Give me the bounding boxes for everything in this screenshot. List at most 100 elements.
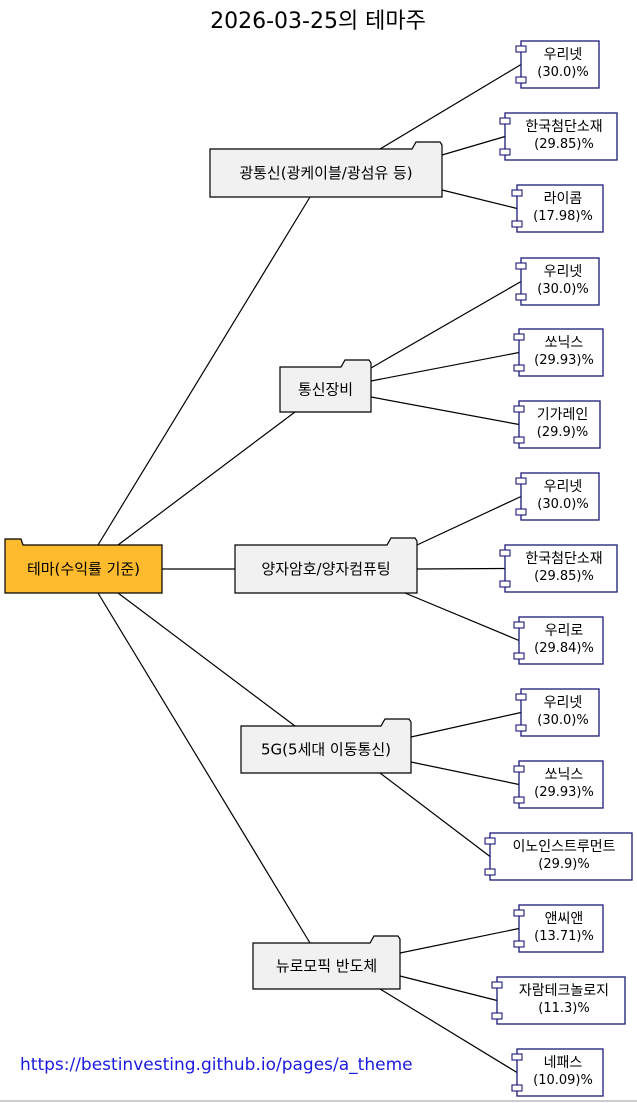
stock-component-0-0-tab-bottom	[515, 76, 527, 84]
stock-component-1-1-box	[518, 328, 604, 377]
stock-component-0-2-box	[516, 184, 604, 233]
stock-component-2-0-tab-bottom	[515, 508, 527, 516]
stock-component-0-0-box	[520, 40, 600, 89]
root-theme-folder-shape	[4, 538, 163, 594]
theme-folder-4: 뉴로모픽 반도체	[252, 935, 401, 990]
stock-component-0-2-tab-top	[511, 189, 523, 197]
edge-theme-1-stock-1	[370, 351, 520, 382]
theme-folder-1-label: 통신장비	[298, 381, 353, 399]
stock-component-3-0-tab-bottom	[515, 724, 527, 732]
theme-folder-2-label: 양자암호/양자컴퓨팅	[261, 560, 390, 578]
edge-theme-4-stock-1	[399, 975, 498, 1002]
nodes-layer: 테마(수익률 기준) 광통신(광케이블/광섬유 등) 우리넷 (30.0)% 한국첨단소…	[4, 40, 633, 1097]
stock-component-1-2-tab-top	[513, 405, 525, 413]
stock-component-3-2-pct: (29.9)%	[538, 857, 589, 872]
edge-theme-3-stock-1	[410, 761, 520, 786]
stock-component-2-0: 우리넷 (30.0)%	[515, 472, 600, 521]
theme-folder-0-label: 광통신(광케이블/광섬유 등)	[239, 164, 412, 182]
stock-component-0-2: 라이콤 (17.98)%	[511, 184, 604, 233]
edge-theme-2-stock-2	[404, 592, 520, 642]
root-theme-folder-label: 테마(수익률 기준)	[27, 560, 140, 578]
stock-component-4-1: 자람테크놀로지(11.3)%	[491, 976, 626, 1025]
stock-component-4-0-tab-bottom	[513, 940, 525, 948]
stock-component-3-1-box	[518, 760, 604, 809]
edge-theme-0-stock-0	[379, 63, 522, 150]
theme-folder-3: 5G(5세대 이동통신)	[240, 718, 412, 774]
edge-theme-4-stock-2	[379, 988, 518, 1074]
stock-component-2-1-tab-bottom	[499, 580, 511, 588]
stock-component-3-2-tab-bottom	[484, 868, 496, 876]
stock-component-0-0-pct: (30.0)%	[537, 65, 588, 80]
stock-component-4-2-pct: (10.09)%	[533, 1073, 593, 1088]
stock-component-0-1-tab-top	[499, 117, 511, 125]
stock-component-1-2-box	[518, 400, 601, 449]
stock-component-4-1-tab-bottom	[491, 1012, 503, 1020]
stock-component-4-1-name: 자람테크놀로지	[519, 983, 609, 999]
stock-component-4-0-tab-top	[513, 909, 525, 917]
theme-folder-2: 양자암호/양자컴퓨팅	[234, 537, 418, 594]
stock-component-0-0: 우리넷(30.0)%	[515, 40, 600, 89]
stock-component-3-1-name: 쏘닉스	[545, 767, 584, 783]
stock-component-3-2: 이노인스트루먼트 (29.9)%	[484, 832, 633, 881]
stock-component-1-0-pct: (30.0)%	[537, 282, 588, 297]
stock-component-4-2-name: 네패스	[544, 1055, 583, 1071]
stock-component-2-1-name: 한국첨단소재	[525, 551, 602, 567]
stock-component-4-1-box	[496, 976, 626, 1025]
footer-link[interactable]: https://bestinvesting.github.io/pages/a_…	[20, 1055, 413, 1075]
stock-component-3-1-pct: (29.93)%	[534, 785, 594, 800]
stock-component-2-2-tab-bottom	[513, 652, 525, 660]
stock-component-3-1-tab-bottom	[513, 796, 525, 804]
stock-component-2-0-pct: (30.0)%	[537, 497, 588, 512]
edge-root-theme-1	[117, 411, 296, 546]
stock-component-1-0-name: 우리넷	[544, 264, 583, 280]
stock-component-1-2-tab-bottom	[513, 436, 525, 444]
edges-layer	[97, 63, 522, 1074]
stock-component-3-2-name: 이노인스트루먼트	[512, 839, 615, 855]
stock-component-4-1-tab-top	[491, 981, 503, 989]
stock-component-1-1-pct: (29.93)%	[534, 353, 594, 368]
stock-component-2-2: 우리로(29.84)%	[513, 616, 604, 665]
stock-component-2-2-box	[518, 616, 604, 665]
stock-component-2-0-box	[520, 472, 600, 521]
stock-component-3-0-name: 우리넷	[544, 695, 583, 711]
stock-component-1-0: 우리넷 (30.0)%	[515, 257, 600, 306]
stock-component-2-1: 한국첨단소재 (29.85)%	[499, 544, 618, 593]
stock-component-0-1-pct: (29.85)%	[534, 137, 594, 152]
stock-component-3-0-box	[520, 688, 600, 737]
page-title: 2026-03-25의 테마주	[210, 9, 426, 34]
theme-folder-1-shape	[279, 359, 372, 413]
stock-component-3-0-tab-top	[515, 693, 527, 701]
edge-theme-0-stock-2	[441, 189, 518, 210]
edge-root-theme-0	[97, 196, 311, 546]
stock-component-0-1-box	[504, 112, 618, 161]
stock-component-1-1-name: 쏘닉스	[545, 335, 584, 351]
stock-component-1-2-pct: (29.9)%	[537, 425, 588, 440]
stock-component-2-0-name: 우리넷	[544, 479, 583, 495]
stock-component-2-1-pct: (29.85)%	[534, 569, 594, 584]
stock-component-0-2-name: 라이콤	[544, 191, 583, 207]
stock-component-4-0-name: 앤씨앤	[545, 911, 584, 927]
root-theme-folder: 테마(수익률 기준)	[4, 538, 163, 594]
theme-folder-3-label: 5G(5세대 이동통신)	[261, 741, 391, 759]
edge-theme-2-stock-0	[416, 495, 522, 546]
stock-component-4-0: 앤씨앤 (13.71)%	[513, 904, 604, 953]
stock-component-1-1-tab-bottom	[513, 364, 525, 372]
stock-component-0-1-name: 한국첨단소재	[525, 119, 602, 135]
stock-component-1-2: 기가레인(29.9)%	[513, 400, 601, 449]
edge-theme-3-stock-2	[379, 772, 491, 857]
stock-component-3-1: 쏘닉스 (29.93)%	[513, 760, 604, 809]
stock-component-2-1-box	[504, 544, 618, 593]
stock-component-0-0-tab-top	[515, 45, 527, 53]
stock-component-1-1-tab-top	[513, 333, 525, 341]
stock-component-0-2-tab-bottom	[511, 220, 523, 228]
theme-folder-0-shape	[209, 141, 443, 198]
theme-folder-0: 광통신(광케이블/광섬유 등)	[209, 141, 443, 198]
stock-component-1-0-tab-bottom	[515, 293, 527, 301]
stock-component-4-0-pct: (13.71)%	[534, 929, 594, 944]
theme-folder-4-shape	[252, 935, 401, 990]
stock-component-3-0-pct: (30.0)%	[537, 713, 588, 728]
stock-component-3-2-tab-top	[484, 837, 496, 845]
stock-component-2-0-tab-top	[515, 477, 527, 485]
stock-component-0-2-pct: (17.98)%	[533, 209, 593, 224]
